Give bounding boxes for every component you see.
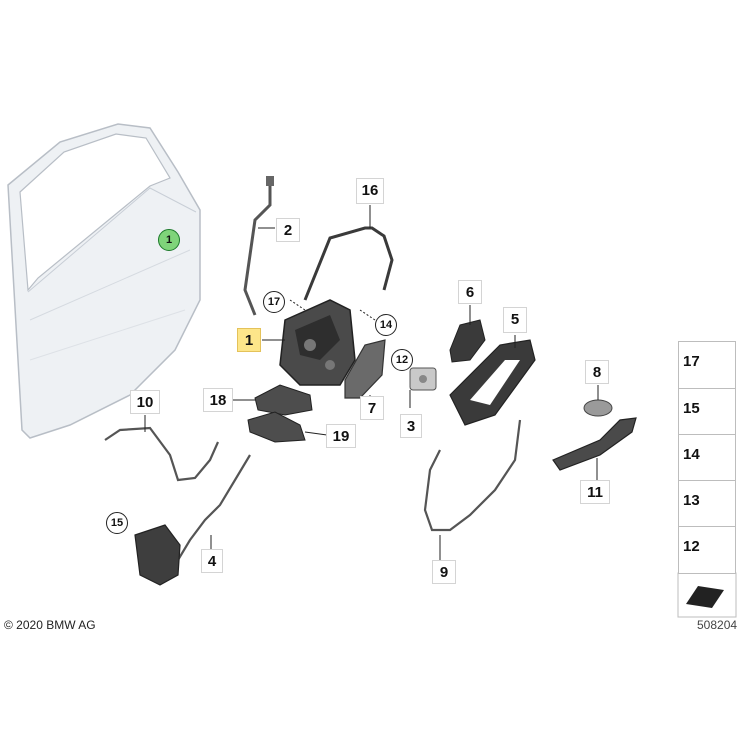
callout-circle-14[interactable]: 14 [375, 314, 397, 336]
legend-number: 12 [683, 538, 700, 555]
copyright-text: © 2020 BMW AG [4, 618, 96, 632]
callout-1[interactable]: 1 [237, 328, 261, 352]
legend-number: 17 [683, 353, 700, 370]
callout-6[interactable]: 6 [458, 280, 482, 304]
door-lock-actuator [279, 299, 356, 386]
callout-8[interactable]: 8 [585, 360, 609, 384]
legend-item-17[interactable]: 17 [678, 341, 736, 389]
handle-cap [583, 399, 613, 417]
callout-circle-17[interactable]: 17 [263, 291, 285, 313]
outer-door-handle [552, 417, 637, 471]
legend-number: 14 [683, 446, 700, 463]
handle-bracket-6 [449, 319, 486, 363]
lower-lock [134, 524, 181, 586]
door-position-marker[interactable]: 1 [158, 229, 180, 251]
leader-lines [144, 205, 599, 560]
callout-circle-12[interactable]: 12 [391, 349, 413, 371]
callout-3[interactable]: 3 [400, 414, 422, 438]
lock-cover [344, 339, 386, 399]
callout-7[interactable]: 7 [360, 396, 384, 420]
callout-19[interactable]: 19 [326, 424, 356, 448]
legend-arrow-box [677, 572, 737, 618]
callout-11[interactable]: 11 [580, 480, 610, 504]
callout-18[interactable]: 18 [203, 388, 233, 412]
legend-item-13[interactable]: 13 [678, 480, 736, 528]
bowden-cable-9 [423, 419, 522, 532]
callout-4[interactable]: 4 [201, 549, 223, 573]
callout-9[interactable]: 9 [432, 560, 456, 584]
legend-item-12[interactable]: 12 [678, 526, 736, 574]
callout-10[interactable]: 10 [130, 390, 160, 414]
striker-plate [409, 367, 437, 391]
bowden-cable-10 [104, 426, 220, 482]
bowden-cable-4 [177, 454, 251, 561]
figure-number: 508204 [697, 618, 738, 632]
legend-item-14[interactable]: 14 [678, 434, 736, 482]
callout-5[interactable]: 5 [503, 307, 527, 333]
legend-number: 15 [683, 400, 700, 417]
callout-2[interactable]: 2 [276, 218, 300, 242]
bracket-19 [247, 411, 306, 443]
connecting-rod [303, 226, 394, 301]
handle-carrier [449, 339, 536, 426]
legend-number: 13 [683, 492, 700, 509]
rear-door-panel [7, 123, 201, 439]
bracket-18 [254, 384, 313, 416]
callout-circle-15[interactable]: 15 [106, 512, 128, 534]
legend-item-15[interactable]: 15 [678, 388, 736, 436]
lock-rod [243, 180, 272, 316]
callout-16[interactable]: 16 [356, 178, 384, 204]
